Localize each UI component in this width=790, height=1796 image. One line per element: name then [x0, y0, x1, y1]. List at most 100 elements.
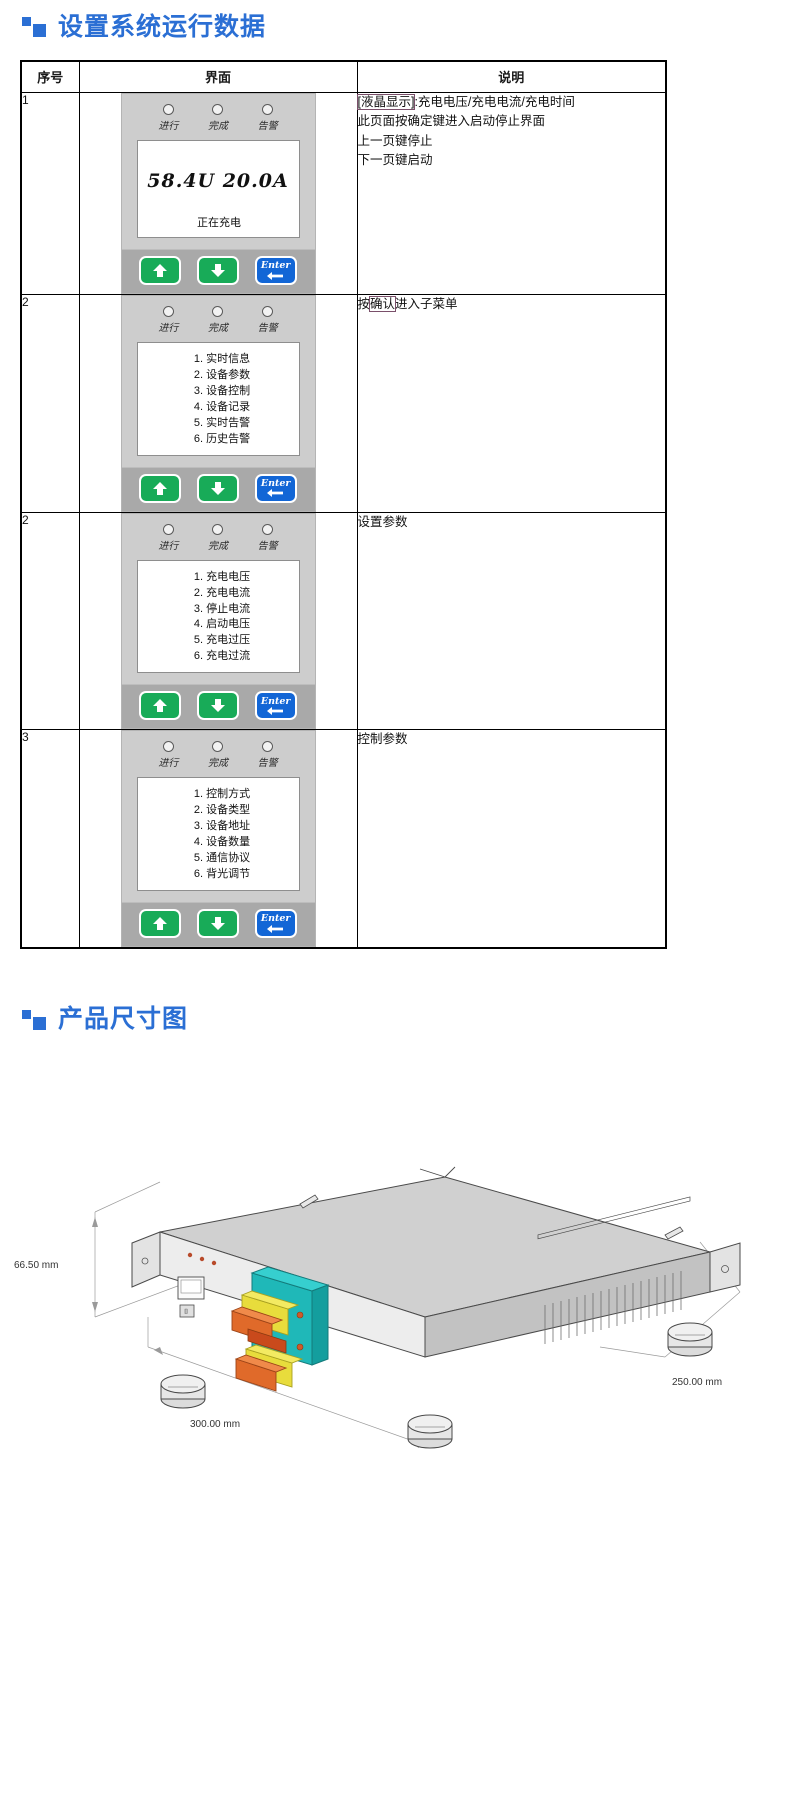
list-item[interactable]: 4. 启动电压 [193, 618, 251, 631]
led-complete: 完成 [208, 104, 228, 132]
list-item[interactable]: 3. 设备地址 [193, 820, 251, 833]
keypad: Enter [121, 466, 315, 511]
list-item[interactable]: 5. 通信协议 [193, 852, 251, 864]
device-front-face: 进行 完成 告警 [121, 94, 315, 249]
down-arrow-button[interactable] [198, 475, 237, 501]
double-square-icon [22, 1009, 48, 1031]
led-indicator-icon [212, 741, 224, 753]
desc-suffix: 进入子菜单 [395, 297, 458, 311]
enter-button[interactable]: Enter [256, 475, 295, 501]
enter-button[interactable]: Enter [256, 910, 295, 936]
led-running: 进行 [158, 306, 178, 334]
led-alarm: 告警 [258, 104, 278, 132]
down-arrow-button[interactable] [198, 693, 237, 719]
enter-button-label: Enter [260, 913, 291, 925]
up-arrow-icon [153, 264, 168, 277]
keypad: Enter [121, 901, 315, 946]
up-arrow-button[interactable] [141, 693, 180, 719]
up-arrow-button[interactable] [141, 475, 180, 501]
led-indicator-icon [162, 523, 174, 535]
section-header-dimensions: 产品尺寸图 [0, 993, 790, 1047]
description-cell: [液晶显示]:充电电压/充电电流/充电时间 此页面按确定键进入启动停止界面 上一… [356, 92, 667, 295]
description-cell: 按确认进入子菜单 [356, 294, 667, 513]
double-square-icon [22, 16, 48, 38]
list-item[interactable]: 5. 实时告警 [193, 416, 251, 429]
led-indicator-icon [212, 306, 224, 317]
led-indicator-icon [262, 741, 274, 753]
device-front-face: 进行 完成 告警 [121, 513, 315, 685]
list-item[interactable]: 4. 设备数量 [193, 836, 251, 849]
led-complete: 完成 [208, 523, 228, 552]
enter-button[interactable]: Enter [256, 693, 295, 719]
desc-highlight: [液晶显示] [356, 94, 416, 110]
lcd-screen: 1. 控制方式 2. 设备类型 3. 设备地址 4. 设备数量 5. 通信协议 … [136, 777, 300, 891]
led-row: 进行 完成 告警 [130, 523, 307, 553]
device-front-face: 进行 完成 告警 [121, 296, 315, 467]
dimension-label-height: 66.50 mm [14, 1259, 59, 1271]
list-item[interactable]: 4. 设备记录 [193, 400, 251, 413]
led-complete: 完成 [208, 741, 228, 769]
hmi-device-panel: 进行 完成 告警 [120, 512, 316, 730]
down-arrow-button[interactable] [198, 910, 237, 936]
desc-line: 下一页键启动 [357, 153, 433, 168]
down-arrow-icon [210, 264, 225, 277]
desc-line: 控制参数 [357, 732, 408, 747]
device-front-face: 进行 完成 告警 [121, 731, 315, 902]
list-item[interactable]: 3. 停止电流 [193, 602, 251, 615]
list-item[interactable]: 3. 设备控制 [193, 384, 251, 397]
led-indicator-icon [162, 741, 174, 753]
row-number: 2 [20, 294, 80, 513]
svg-text:⌷: ⌷ [184, 1309, 188, 1316]
enter-arrow-icon [267, 271, 284, 280]
desc-line: 按确认进入子菜单 [358, 295, 666, 314]
list-item[interactable]: 2. 设备类型 [193, 804, 251, 817]
led-alarm: 告警 [258, 741, 278, 769]
chassis-isometric-drawing: ⌷ [92, 1166, 741, 1449]
down-arrow-icon [210, 481, 225, 495]
led-indicator-icon [262, 104, 274, 115]
enter-button[interactable]: Enter [256, 258, 295, 283]
list-item[interactable]: 2. 充电电流 [193, 586, 251, 599]
up-arrow-icon [153, 481, 168, 495]
lcd-status-text: 正在充电 [197, 217, 241, 229]
list-item[interactable]: 1. 充电电压 [193, 570, 251, 583]
list-item[interactable]: 1. 控制方式 [193, 788, 251, 801]
led-indicator-icon [162, 306, 174, 317]
list-item[interactable]: 2. 设备参数 [193, 368, 251, 381]
device-cell: 进行 完成 告警 [78, 729, 358, 949]
description-cell: 设置参数 [356, 511, 667, 731]
down-arrow-icon [210, 916, 225, 930]
enter-arrow-icon [267, 707, 284, 715]
table-header-row: 序号 界面 说明 [20, 60, 667, 93]
row-number: 3 [20, 729, 80, 949]
lcd-screen: 1. 充电电压 2. 充电电流 3. 停止电流 4. 启动电压 5. 充电过压 … [136, 559, 300, 674]
led-indicator-icon [262, 523, 274, 535]
desc-line: 此页面按确定键进入启动停止界面 [357, 114, 546, 129]
keypad: Enter [121, 684, 315, 729]
spec-table-wrap: 序号 界面 说明 1 进 [0, 54, 790, 949]
desc-line: 上一页键停止 [357, 133, 433, 148]
up-arrow-icon [153, 916, 168, 930]
row-number: 1 [20, 92, 80, 295]
led-row: 进行 完成 告警 [130, 741, 307, 770]
list-item[interactable]: 6. 背光调节 [193, 867, 251, 880]
section-title-dimensions: 产品尺寸图 [58, 1005, 189, 1034]
dimension-label-width: 300.00 mm [190, 1418, 241, 1430]
enter-arrow-icon [267, 489, 284, 498]
down-arrow-button[interactable] [198, 258, 237, 283]
led-indicator-icon [212, 523, 224, 535]
list-item[interactable]: 6. 历史告警 [193, 432, 251, 445]
desc-line: 设置参数 [357, 514, 408, 529]
keypad: Enter [121, 249, 315, 293]
up-arrow-button[interactable] [141, 258, 180, 283]
up-arrow-button[interactable] [141, 910, 180, 936]
list-item[interactable]: 5. 充电过压 [193, 634, 251, 647]
hmi-device-panel: 进行 完成 告警 [120, 730, 316, 947]
led-running: 进行 [158, 741, 178, 769]
list-item[interactable]: 6. 充电过流 [193, 650, 251, 663]
desc-prefix: 按 [357, 297, 371, 311]
list-item[interactable]: 1. 实时信息 [193, 353, 251, 365]
led-indicator-icon [162, 104, 174, 115]
enter-button-label: Enter [260, 260, 291, 272]
